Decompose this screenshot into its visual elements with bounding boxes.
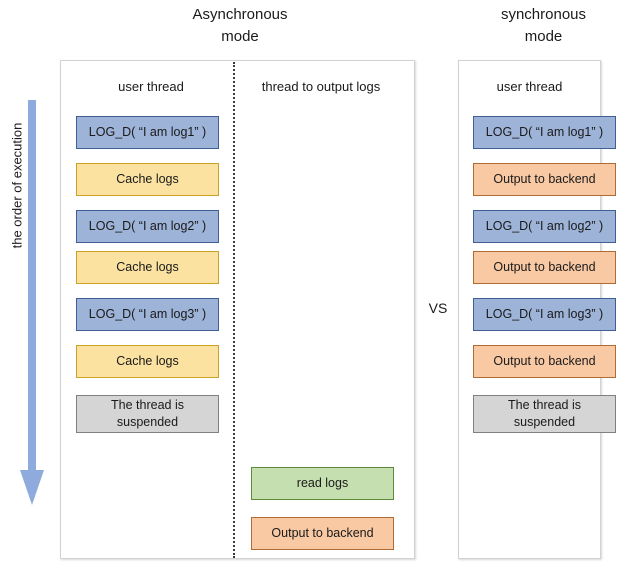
async-mode-panel: user thread thread to output logs LOG_D(… [60, 60, 415, 559]
step-box-sync-thread-suspended[interactable]: The thread is suspended [473, 395, 616, 433]
thread-divider [233, 62, 235, 558]
order-of-execution-label: the order of execution [9, 122, 25, 249]
step-box-log-1[interactable]: LOG_D( “I am log1” ) [76, 116, 219, 149]
sync-user-thread-header: user thread [496, 79, 563, 94]
order-of-execution-arrow [12, 100, 52, 510]
step-box-log-2[interactable]: LOG_D( “I am log2” ) [76, 210, 219, 243]
sync-mode-panel: user thread LOG_D( “I am log1” ) Output … [458, 60, 616, 559]
step-box-cache-3[interactable]: Cache logs [76, 345, 219, 378]
async-output-log-thread-header: thread to output logs [261, 79, 381, 94]
step-box-sync-output-3[interactable]: Output to backend [473, 345, 616, 378]
vs-label: VS [428, 300, 448, 316]
down-arrow-icon [20, 100, 44, 505]
async-mode-title: Asynchronous mode [192, 6, 288, 45]
step-box-cache-1[interactable]: Cache logs [76, 163, 219, 196]
step-box-sync-log-1[interactable]: LOG_D( “I am log1” ) [473, 116, 616, 149]
step-box-sync-output-1[interactable]: Output to backend [473, 163, 616, 196]
step-box-sync-log-2[interactable]: LOG_D( “I am log2” ) [473, 210, 616, 243]
step-box-log-3[interactable]: LOG_D( “I am log3” ) [76, 298, 219, 331]
step-box-read-logs[interactable]: read logs [251, 467, 394, 500]
step-box-output-to-backend-async[interactable]: Output to backend [251, 517, 394, 550]
async-user-thread-header: user thread [118, 79, 184, 94]
step-box-sync-output-2[interactable]: Output to backend [473, 251, 616, 284]
step-box-sync-log-3[interactable]: LOG_D( “I am log3” ) [473, 298, 616, 331]
step-box-thread-suspended[interactable]: The thread is suspended [76, 395, 219, 433]
sync-mode-title: synchronous mode [500, 6, 587, 45]
step-box-cache-2[interactable]: Cache logs [76, 251, 219, 284]
